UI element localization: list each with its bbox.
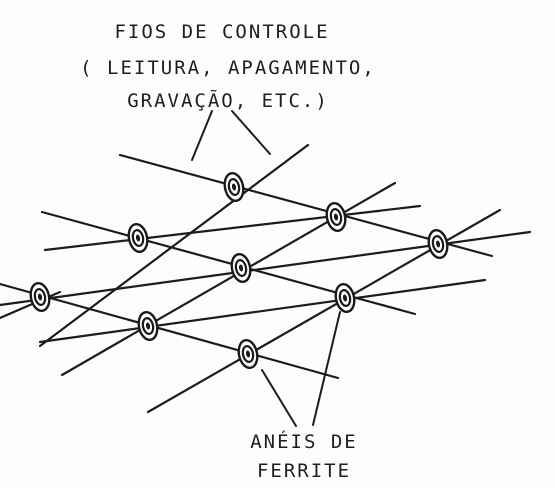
control-wires-leaders bbox=[191, 110, 271, 161]
wire-diag-1 bbox=[43, 204, 422, 252]
ferrite-ring-icon bbox=[334, 282, 356, 314]
ferrite-rings-label: ANÉIS DE FERRITE bbox=[250, 430, 358, 482]
ferrite-rings bbox=[29, 171, 449, 370]
wire-col-1 bbox=[38, 143, 310, 348]
ferrite-ring-icon bbox=[237, 338, 259, 370]
ferrite-leader-left bbox=[261, 369, 297, 427]
ferrite-ring-icon bbox=[325, 201, 347, 233]
control-wires-label-line2: ( LEITURA, APAGAMENTO, bbox=[80, 57, 376, 79]
wire-diag-3 bbox=[38, 278, 487, 344]
wire-row-3 bbox=[0, 282, 340, 380]
control-leader-left bbox=[191, 110, 213, 161]
wire-row-2 bbox=[40, 210, 417, 316]
ferrite-ring-icon bbox=[137, 310, 159, 342]
control-wires-label: FIOS DE CONTROLE ( LEITURA, APAGAMENTO, … bbox=[80, 21, 376, 112]
ferrite-ring-icon bbox=[29, 281, 51, 313]
wire-diag-2 bbox=[0, 230, 532, 307]
control-wires-label-line3: GRAVAÇÃO, ETC.) bbox=[127, 89, 329, 112]
control-wires bbox=[0, 143, 532, 414]
ferrite-rings-label-line1: ANÉIS DE bbox=[250, 430, 358, 453]
ferrite-ring-icon bbox=[230, 252, 252, 284]
ferrite-ring-icon bbox=[223, 171, 245, 203]
control-leader-right bbox=[231, 110, 271, 155]
ferrite-ring-icon bbox=[427, 228, 449, 260]
ferrite-rings-leaders bbox=[261, 311, 341, 427]
ferrite-leader-right bbox=[312, 311, 341, 426]
control-wires-label-line1: FIOS DE CONTROLE bbox=[114, 21, 329, 43]
ferrite-ring-icon bbox=[127, 222, 149, 254]
ferrite-rings-label-line2: FERRITE bbox=[257, 460, 351, 482]
